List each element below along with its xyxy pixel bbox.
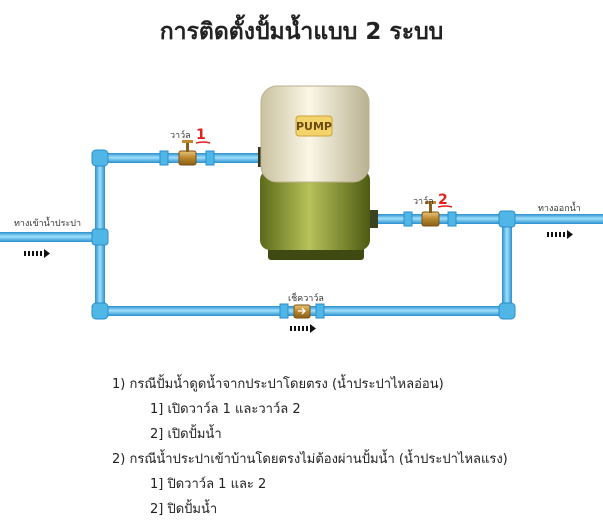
valve-2-number: 2 — [438, 192, 448, 208]
pipe-coupling — [315, 303, 325, 319]
pipe-coupling — [159, 150, 169, 166]
pipe-coupling — [279, 303, 289, 319]
pipe-coupling — [205, 150, 215, 166]
water-pump: PUMP — [258, 85, 378, 260]
valve-2[interactable]: วาว์ล 2 — [413, 192, 453, 227]
instruction-step-heading: 1) กรณีปั้มน้ำดูดน้ำจากประปาโดยตรง (น้ำป… — [112, 377, 444, 392]
page-title: การติดตั้งปั้มน้ำแบบ 2 ระบบ — [159, 19, 444, 45]
outlet-flow-arrow-icon — [547, 230, 573, 239]
bypass-flow-arrow-icon — [290, 324, 316, 333]
instruction-step: 2] เปิดปั้มน้ำ — [150, 427, 222, 442]
valve-handle — [429, 203, 432, 213]
valve-1-number: 1 — [196, 127, 206, 143]
tee-fitting — [91, 228, 109, 246]
valve-body — [178, 150, 197, 166]
instruction-step: 1] เปิดวาว์ล 1 และวาว์ล 2 — [150, 402, 301, 417]
instruction-step-heading: 2) กรณีน้ำประปาเข้าบ้านโดยตรงไม่ต้องผ่าน… — [112, 452, 508, 467]
valve-1-pointer — [195, 141, 211, 144]
elbow-fitting — [91, 149, 109, 167]
inlet-pipe — [0, 232, 100, 242]
valve-2-pointer — [437, 205, 453, 208]
pump-outlet-pipe — [372, 214, 603, 224]
tee-fitting — [498, 210, 516, 228]
check-valve-arrow-icon — [298, 307, 306, 315]
elbow-fitting — [91, 302, 109, 320]
valve-handle — [425, 201, 436, 204]
elbow-fitting — [498, 302, 516, 320]
valve-body — [421, 211, 440, 227]
check-valve-label: เช็ควาว์ล — [288, 291, 324, 304]
pump-tank — [260, 170, 370, 250]
inlet-flow-arrow-icon — [24, 249, 50, 258]
instruction-step: 2] ปิดปั้มน้ำ — [150, 502, 218, 517]
instruction-step: 1] ปิดวาว์ล 1 และ 2 — [150, 477, 267, 492]
inlet-label: ทางเข้าน้ำประปา — [14, 216, 81, 229]
valve-2-label: วาว์ล — [413, 195, 434, 207]
valve-1[interactable]: วาว์ล 1 — [170, 127, 211, 166]
pipe-coupling — [447, 211, 457, 227]
right-riser-pipe — [502, 214, 512, 314]
outlet-label: ทางออกน้ำ — [538, 201, 581, 214]
valve-1-label: วาว์ล — [170, 129, 191, 141]
check-valve[interactable]: เช็ควาว์ล — [288, 291, 324, 319]
instructions-list: 1) กรณีปั้มน้ำดูดน้ำจากประปาโดยตรง (น้ำป… — [112, 372, 592, 522]
pump-badge — [295, 115, 333, 137]
pipe-coupling — [403, 211, 413, 227]
valve-handle — [186, 142, 189, 152]
valve-handle — [182, 140, 193, 143]
pump-label: PUMP — [296, 120, 332, 133]
